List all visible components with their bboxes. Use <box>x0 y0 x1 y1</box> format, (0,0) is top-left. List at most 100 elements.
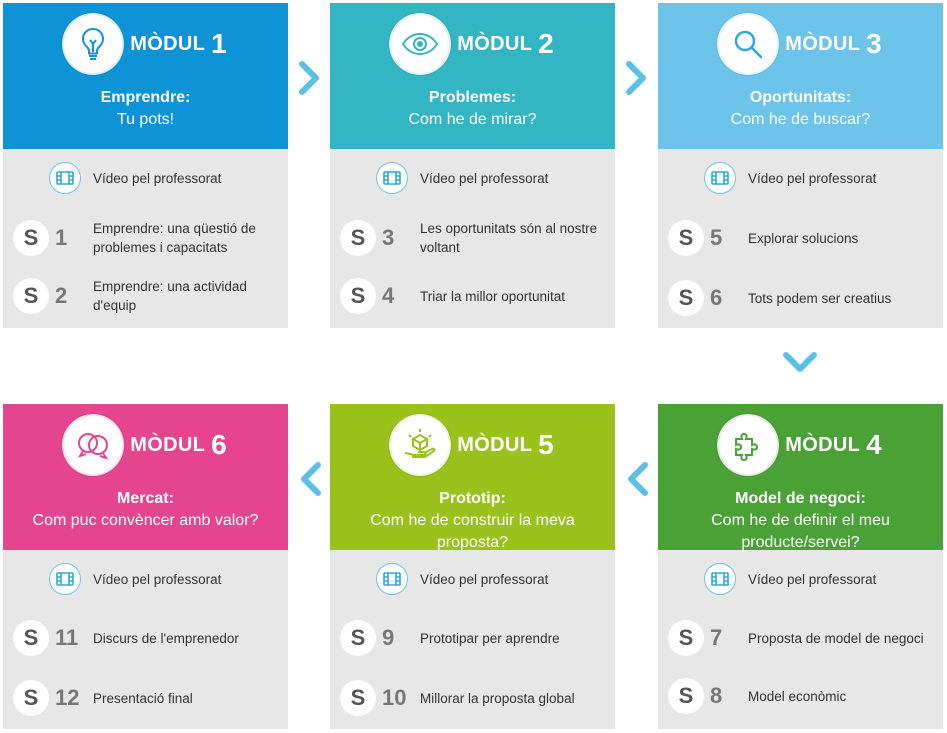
session-badge: S <box>13 220 49 256</box>
module-5[interactable]: MÒDUL 5 Prototip: Com he de construir la… <box>330 404 615 729</box>
session-number: 4 <box>382 283 395 308</box>
session-badge: S <box>13 680 49 716</box>
module-word: MÒDUL <box>785 32 861 55</box>
magnifier-icon <box>719 15 778 73</box>
session-row[interactable]: S 1 Emprendre: una qüestió de problemes … <box>3 219 288 257</box>
session-label[interactable]: Emprendre: una actividad d'equip <box>93 279 247 313</box>
video-label[interactable]: Vídeo pel professorat <box>748 571 877 587</box>
session-number: 1 <box>55 225 68 250</box>
session-label[interactable]: Emprendre: una qüestió de problemes i ca… <box>93 221 256 255</box>
puzzle-icon <box>719 416 778 474</box>
session-label[interactable]: Proposta de model de negoci <box>748 630 924 646</box>
video-row[interactable]: Vídeo pel professorat <box>330 162 615 194</box>
module-2[interactable]: MÒDUL 2 Problemes: Com he de mirar? Víde… <box>330 3 615 328</box>
module-subtitle: Tu pots! <box>116 111 175 128</box>
session-label[interactable]: Tots podem ser creatius <box>748 290 892 306</box>
session-number: 2 <box>55 283 68 308</box>
chevron-right-icon <box>624 60 650 96</box>
video-row[interactable]: Vídeo pel professorat <box>330 563 615 595</box>
session-row[interactable]: S 12 Presentació final <box>3 679 288 717</box>
video-row[interactable]: Vídeo pel professorat <box>3 162 288 194</box>
module-title: Mercat: <box>117 490 174 507</box>
session-badge: S <box>13 620 49 656</box>
film-icon <box>704 563 736 595</box>
module-number: 4 <box>866 429 882 460</box>
video-label[interactable]: Vídeo pel professorat <box>420 571 549 587</box>
session-badge: S <box>668 620 704 656</box>
session-label[interactable]: Millorar la proposta global <box>420 690 575 706</box>
module-6[interactable]: MÒDUL 6 Mercat: Com puc convèncer amb va… <box>3 404 288 729</box>
lightbulb-icon <box>64 15 123 73</box>
session-label[interactable]: Discurs de l'emprenedor <box>93 630 239 646</box>
session-badge: S <box>668 220 704 256</box>
video-label[interactable]: Vídeo pel professorat <box>93 571 222 587</box>
session-number: 10 <box>382 685 407 710</box>
module-header: MÒDUL 2 Problemes: Com he de mirar? <box>330 3 615 149</box>
session-row[interactable]: S 4 Triar la millor oportunitat <box>330 277 615 315</box>
session-badge: S <box>340 278 376 314</box>
session-badge: S <box>668 280 704 316</box>
film-icon <box>704 162 736 194</box>
session-badge: S <box>13 278 49 314</box>
session-row[interactable]: S 2 Emprendre: una actividad d'equip <box>3 277 288 315</box>
session-row[interactable]: S 8 Model econòmic <box>658 677 943 715</box>
session-row[interactable]: S 10 Millorar la proposta global <box>330 679 615 717</box>
module-1[interactable]: MÒDUL 1 Emprendre: Tu pots! Vídeo pel pr… <box>3 3 288 328</box>
module-3[interactable]: MÒDUL 3 Oportunitats: Com he de buscar? … <box>658 3 943 328</box>
module-title: Emprendre: <box>100 89 191 106</box>
session-number: 3 <box>382 225 395 250</box>
module-number: 6 <box>211 429 227 460</box>
module-subtitle: Com puc convèncer amb valor? <box>32 512 259 529</box>
module-subtitle: Com he de buscar? <box>730 111 871 128</box>
module-header: MÒDUL 5 Prototip: Com he de construir la… <box>330 404 615 551</box>
session-row[interactable]: S 11 Discurs de l'emprenedor <box>3 619 288 657</box>
session-label[interactable]: Presentació final <box>93 690 193 706</box>
session-label[interactable]: Les oportunitats són al nostre voltant <box>420 221 598 255</box>
session-number: 5 <box>710 225 723 250</box>
session-number: 9 <box>382 625 395 650</box>
chevron-left-icon <box>297 461 323 497</box>
session-badge: S <box>668 678 704 714</box>
prototype-icon <box>391 416 450 474</box>
session-label[interactable]: Triar la millor oportunitat <box>420 288 566 304</box>
session-label[interactable]: Explorar solucions <box>748 230 859 246</box>
session-badge: S <box>340 220 376 256</box>
module-title: Model de negoci: <box>735 490 866 507</box>
video-row[interactable]: Vídeo pel professorat <box>658 162 943 194</box>
module-4[interactable]: MÒDUL 4 Model de negoci: Com he de defin… <box>658 404 943 729</box>
module-word: MÒDUL <box>130 32 206 55</box>
session-number: 7 <box>710 625 723 650</box>
module-subtitle: Com he de definir el meu producte/servei… <box>711 512 890 551</box>
eye-icon <box>391 15 450 73</box>
video-row[interactable]: Vídeo pel professorat <box>3 563 288 595</box>
video-label[interactable]: Vídeo pel professorat <box>420 170 549 186</box>
module-number: 5 <box>538 429 554 460</box>
module-word: MÒDUL <box>130 433 206 456</box>
module-number: 1 <box>211 28 227 59</box>
video-label[interactable]: Vídeo pel professorat <box>93 170 222 186</box>
session-label[interactable]: Model econòmic <box>748 688 847 704</box>
session-row[interactable]: S 6 Tots podem ser creatius <box>658 279 943 317</box>
module-header: MÒDUL 3 Oportunitats: Com he de buscar? <box>658 3 943 149</box>
module-subtitle: Com he de mirar? <box>408 111 537 128</box>
module-number: 2 <box>538 28 554 59</box>
session-row[interactable]: S 5 Explorar solucions <box>658 219 943 257</box>
chevron-down-icon <box>782 350 818 376</box>
film-icon <box>49 162 81 194</box>
chevron-left-icon <box>624 461 650 497</box>
session-badge: S <box>340 680 376 716</box>
session-label[interactable]: Prototipar per aprendre <box>420 630 560 646</box>
session-row[interactable]: S 3 Les oportunitats són al nostre volta… <box>330 219 615 257</box>
session-row[interactable]: S 9 Prototipar per aprendre <box>330 619 615 657</box>
session-row[interactable]: S 7 Proposta de model de negoci <box>658 619 943 657</box>
module-header: MÒDUL 6 Mercat: Com puc convèncer amb va… <box>3 404 288 550</box>
video-row[interactable]: Vídeo pel professorat <box>658 563 943 595</box>
module-word: MÒDUL <box>457 32 533 55</box>
module-title: Oportunitats: <box>749 89 852 106</box>
module-title: Prototip: <box>439 490 506 507</box>
speech-bubbles-icon <box>64 416 123 474</box>
video-label[interactable]: Vídeo pel professorat <box>748 170 877 186</box>
film-icon <box>376 162 408 194</box>
chevron-right-icon <box>297 60 323 96</box>
module-header: MÒDUL 1 Emprendre: Tu pots! <box>3 3 288 149</box>
